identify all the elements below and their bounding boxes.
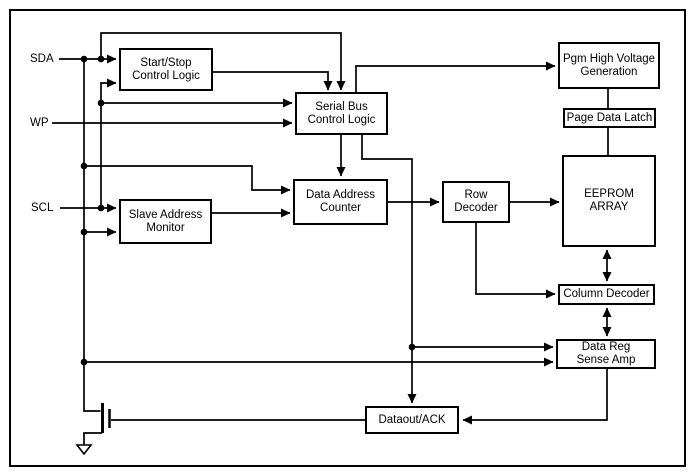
block-label-line: Monitor [146, 221, 185, 234]
block-eeprom-array: EEPROM ARRAY [562, 155, 656, 247]
junction-dot [80, 358, 88, 366]
block-label-line: Data Address [305, 189, 376, 201]
block-label-line: Page Data Latch [566, 111, 653, 124]
junction-dot [97, 204, 105, 212]
block-start-stop-control-logic: Start/Stop Control Logic [119, 48, 213, 91]
wire-sda-top-to-serial-bus [100, 32, 346, 91]
wire-start-stop-to-serial-bus [212, 71, 333, 91]
block-page-data-latch: Page Data Latch [563, 108, 656, 128]
block-data-address-counter: Data Address Counter [293, 179, 388, 225]
block-row-decoder: Row Decoder [442, 181, 510, 223]
block-label-line: Control Logic [132, 69, 200, 82]
block-label-line: Dataout/ACK [378, 413, 446, 426]
pin-label-sda: SDA [30, 53, 54, 65]
wire-serial-bus-to-dataout [361, 135, 417, 404]
mosfet-transistor [83, 403, 365, 445]
pin-label-scl: SCL [31, 202, 54, 214]
block-slave-address-monitor: Slave Address Monitor [119, 199, 212, 244]
wire-sense-amp-to-dataout [462, 369, 608, 425]
block-column-decoder: Column Decoder [558, 284, 655, 305]
block-dataout-ack: Dataout/ACK [365, 406, 459, 434]
wire-serial-bus-to-pgm-hv [355, 61, 556, 92]
block-label-line: ARRAY [589, 201, 629, 213]
junction-dots [80, 55, 416, 366]
block-label-line: Generation [580, 65, 638, 78]
junction-dot [97, 55, 105, 63]
block-label-line: Serial Bus [315, 100, 368, 113]
block-label-line: Column Decoder [563, 288, 650, 300]
wire-row-decoder-to-column-decoder [475, 223, 556, 299]
junction-dot [80, 228, 88, 236]
wire-sda-bus-vertical [83, 59, 101, 412]
junction-dot [80, 55, 88, 63]
block-label-line: Pgm High Voltage [562, 52, 656, 65]
ground-symbol [75, 444, 93, 456]
mosfet-source-wire [83, 432, 102, 445]
wire-scl-up-to-start-stop [100, 78, 117, 208]
block-label-line: Slave Address [128, 208, 203, 221]
pin-label-wp: WP [30, 117, 49, 129]
junction-dot [80, 162, 88, 170]
block-label-line: Control Logic [307, 113, 376, 126]
diagram-border [9, 9, 686, 467]
block-label-line: Row [464, 189, 488, 201]
wire-bus-to-data-address [84, 165, 291, 195]
block-label-line: EEPROM [584, 188, 634, 200]
block-label-line: Sense Amp [576, 354, 636, 366]
block-label-line: Counter [320, 202, 361, 214]
block-pgm-high-voltage-generation: Pgm High Voltage Generation [558, 42, 660, 89]
junction-dot [97, 99, 105, 107]
block-label-line: Decoder [454, 202, 498, 214]
block-label-line: Data Reg [581, 341, 631, 353]
block-serial-bus-control-logic: Serial Bus Control Logic [295, 92, 388, 135]
block-label-line: Start/Stop [140, 56, 192, 69]
block-data-reg-sense-amp: Data Reg Sense Amp [556, 339, 656, 369]
junction-dot [408, 343, 416, 351]
